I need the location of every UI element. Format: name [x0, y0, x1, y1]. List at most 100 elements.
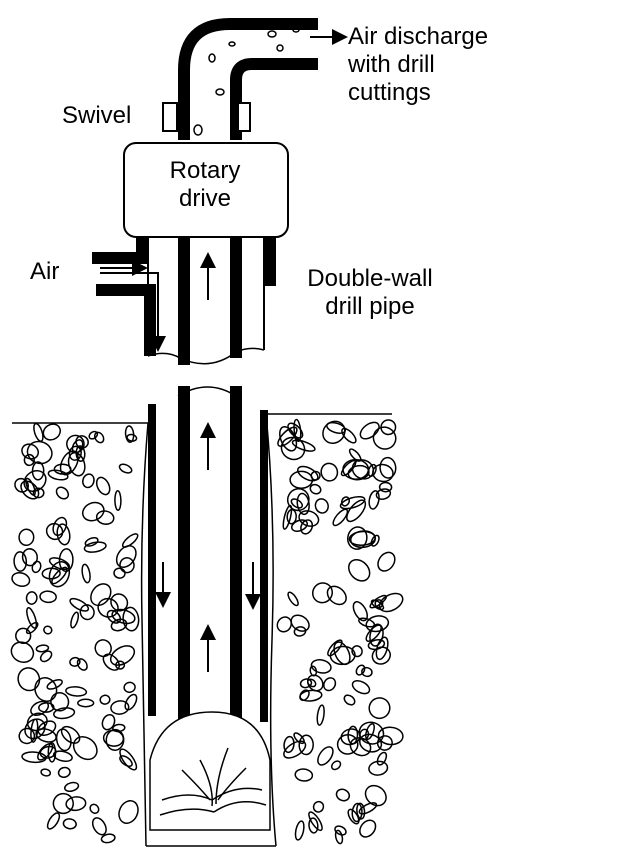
lower-pipe	[148, 386, 268, 730]
rock-fragment	[346, 526, 368, 550]
rock-fragment	[118, 800, 139, 824]
rock-fragment	[90, 583, 112, 607]
rock-fragment	[376, 751, 388, 766]
rock-fragment	[79, 604, 95, 621]
rock-fragment	[334, 829, 344, 845]
rock-fragment	[37, 720, 57, 737]
rock-fragment	[119, 557, 135, 574]
rock-fragment	[370, 599, 385, 611]
rock-fragment	[18, 528, 35, 547]
rock-fragment	[290, 498, 304, 509]
rock-fragment	[37, 742, 54, 761]
rock-fragment	[309, 483, 322, 495]
rock-fragment	[375, 488, 392, 500]
rock-fragment	[83, 541, 107, 553]
rock-fragment	[69, 656, 81, 667]
rock-fragment	[340, 459, 357, 477]
rock-fragment	[52, 792, 74, 815]
rock-fragment	[336, 734, 359, 755]
rock-fragment	[119, 755, 133, 768]
rock-fragment	[52, 750, 73, 762]
rock-fragment	[368, 697, 391, 720]
rock-fragment	[289, 470, 314, 489]
rock-fragment	[115, 545, 137, 568]
rock-fragment	[84, 536, 99, 547]
rock-fragment	[296, 465, 319, 482]
rock-fragment	[320, 462, 339, 482]
rock-fragment	[23, 453, 35, 467]
rock-fragment	[291, 439, 316, 452]
rock-fragment	[356, 802, 366, 820]
rock-fragment	[15, 627, 32, 644]
rock-fragment	[293, 732, 305, 745]
rock-fragment	[352, 601, 368, 622]
rock-fragment	[379, 456, 397, 479]
rock-fragment	[348, 559, 371, 582]
rock-fragment	[77, 698, 95, 708]
rotary-drive-box	[123, 142, 289, 238]
rock-fragment	[95, 510, 115, 525]
rock-fragment	[46, 812, 61, 830]
rock-fragment	[380, 419, 397, 436]
rock-fragment	[368, 490, 380, 510]
rock-fragment	[14, 477, 29, 493]
rock-fragment	[75, 445, 86, 462]
rock-fragment	[283, 735, 295, 754]
rock-fragment	[11, 572, 31, 587]
rock-fragment	[53, 707, 76, 720]
rock-fragment	[351, 802, 363, 823]
rock-fragment	[327, 639, 343, 657]
rock-fragment	[51, 566, 68, 585]
rock-fragment	[53, 463, 72, 475]
rock-fragment	[26, 607, 38, 629]
rock-fragment	[377, 551, 396, 572]
rock-fragment	[348, 530, 376, 546]
rock-fragment	[46, 679, 63, 690]
rock-fragment	[335, 788, 351, 802]
rock-fragment	[102, 653, 120, 671]
rock-fragment	[17, 667, 41, 692]
rock-fragment	[33, 422, 44, 442]
rock-fragment	[310, 659, 332, 674]
rock-fragment	[343, 694, 356, 706]
rock-fragment	[280, 436, 306, 461]
double-wall-pipe-label: Double-wall drill pipe	[307, 265, 433, 320]
borehole-walls	[140, 413, 277, 847]
rock-fragment	[88, 430, 99, 440]
rock-fragment	[367, 639, 386, 651]
rock-fragment	[299, 689, 310, 702]
rock-fragment	[119, 748, 138, 771]
rock-fragment	[378, 481, 393, 493]
rock-fragment	[65, 796, 87, 812]
rock-fragment	[21, 548, 38, 567]
rock-fragment	[111, 608, 136, 625]
rock-fragment	[312, 800, 325, 813]
rock-fragment	[294, 820, 305, 841]
air-discharge-label: Air discharge with drill cuttings	[348, 23, 489, 106]
rock-fragment	[102, 729, 125, 747]
rock-fragment	[50, 692, 70, 712]
ground-surface	[12, 413, 392, 424]
rock-fragment	[60, 725, 81, 744]
rock-fragment	[40, 768, 52, 777]
discharge-elbow	[178, 18, 348, 140]
rock-fragment	[110, 618, 128, 632]
rock-fragment	[110, 700, 130, 715]
rock-fragment	[39, 650, 53, 663]
swivel-label: Swivel	[62, 102, 132, 129]
rock-fragment	[376, 735, 393, 751]
rock-fragment	[316, 704, 325, 726]
rock-fragment	[286, 488, 310, 512]
rock-fragment	[64, 781, 80, 793]
rock-fragment	[94, 639, 112, 658]
rock-fragment	[31, 560, 42, 574]
rock-fragment	[308, 817, 319, 834]
rock-fragment	[277, 426, 298, 447]
rock-fragment	[121, 533, 139, 548]
rock-fragment	[364, 784, 387, 807]
rock-fragment	[365, 624, 382, 642]
rock-fragment	[115, 660, 126, 670]
rock-fragment	[287, 591, 299, 607]
rock-fragment	[122, 606, 140, 632]
rock-fragment	[340, 496, 351, 507]
